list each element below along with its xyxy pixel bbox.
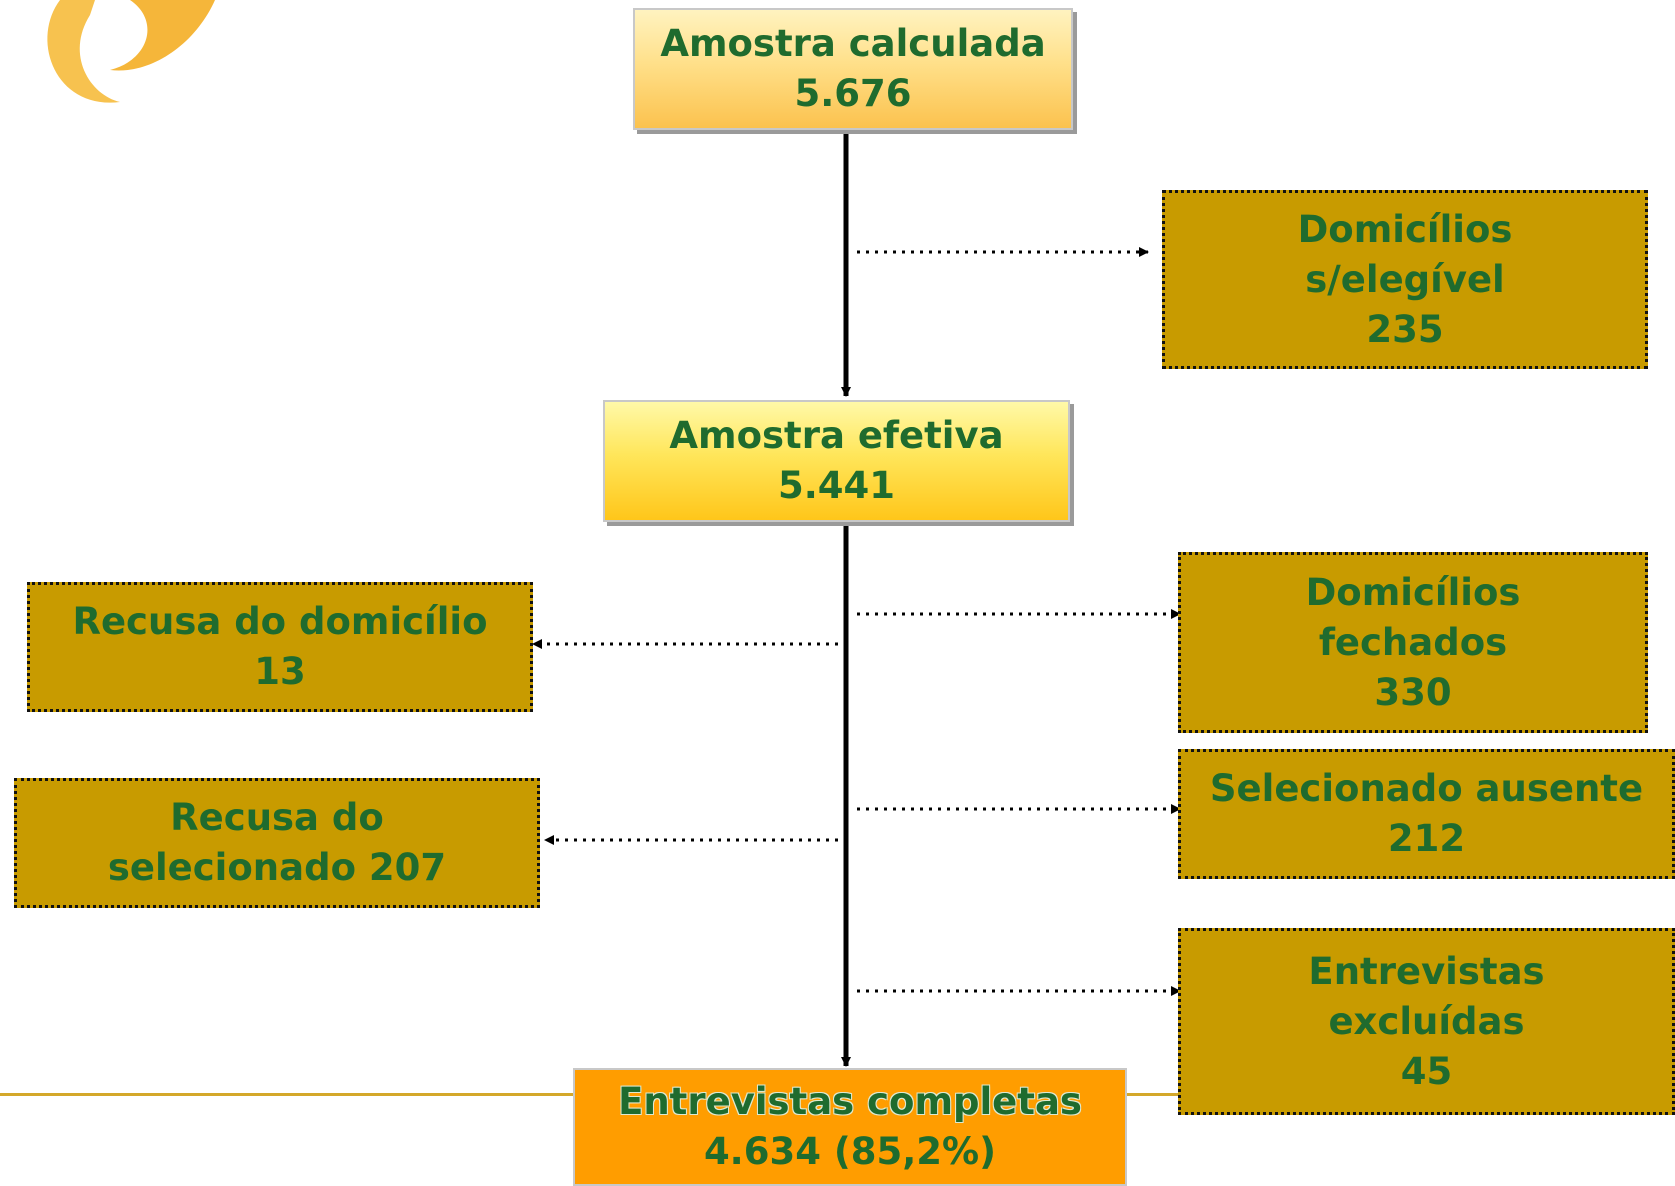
recusa-domicilio-box: Recusa do domicílio 13 (27, 582, 533, 712)
entrevistas-excluidas-line2: excluídas (1328, 999, 1525, 1043)
swirl-logo-icon (47, 0, 215, 103)
amostra-efetiva-label: Amostra efetiva (669, 414, 1004, 457)
entrevistas-completas-label: Entrevistas completas (618, 1080, 1082, 1123)
domicilios-s-elegivel-value: 235 (1366, 307, 1444, 351)
recusa-selecionado-line1: Recusa do (170, 796, 384, 839)
recusa-selecionado-box: Recusa do selecionado 207 (14, 778, 540, 908)
entrevistas-completas-box: Entrevistas completas 4.634 (85,2%) (573, 1068, 1127, 1186)
domicilios-s-elegivel-box: Domicílios s/elegível 235 (1162, 190, 1648, 369)
domicilios-fechados-line2: fechados (1318, 620, 1508, 664)
entrevistas-excluidas-value: 45 (1400, 1049, 1453, 1093)
domicilios-fechados-value: 330 (1374, 670, 1452, 714)
entrevistas-completas-value: 4.634 (85,2%) (703, 1130, 997, 1173)
domicilios-s-elegivel-line2: s/elegível (1305, 257, 1505, 301)
amostra-calculada-label: Amostra calculada (660, 22, 1046, 65)
selecionado-ausente-box: Selecionado ausente 212 (1178, 749, 1675, 879)
domicilios-s-elegivel-line1: Domicílios (1297, 207, 1513, 251)
amostra-calculada-box: Amostra calculada 5.676 (633, 8, 1073, 130)
amostra-efetiva-box: Amostra efetiva 5.441 (603, 400, 1070, 522)
recusa-selecionado-line2: selecionado 207 (107, 846, 447, 889)
recusa-domicilio-value: 13 (254, 650, 306, 693)
entrevistas-excluidas-line1: Entrevistas (1308, 949, 1545, 993)
recusa-domicilio-label: Recusa do domicílio (72, 600, 488, 643)
entrevistas-excluidas-box: Entrevistas excluídas 45 (1178, 928, 1675, 1115)
amostra-calculada-value: 5.676 (794, 72, 912, 115)
selecionado-ausente-value: 212 (1387, 817, 1466, 860)
amostra-efetiva-value: 5.441 (777, 464, 896, 507)
selecionado-ausente-label: Selecionado ausente (1209, 767, 1644, 810)
domicilios-fechados-box: Domicílios fechados 330 (1178, 552, 1648, 733)
domicilios-fechados-line1: Domicílios (1305, 570, 1521, 614)
